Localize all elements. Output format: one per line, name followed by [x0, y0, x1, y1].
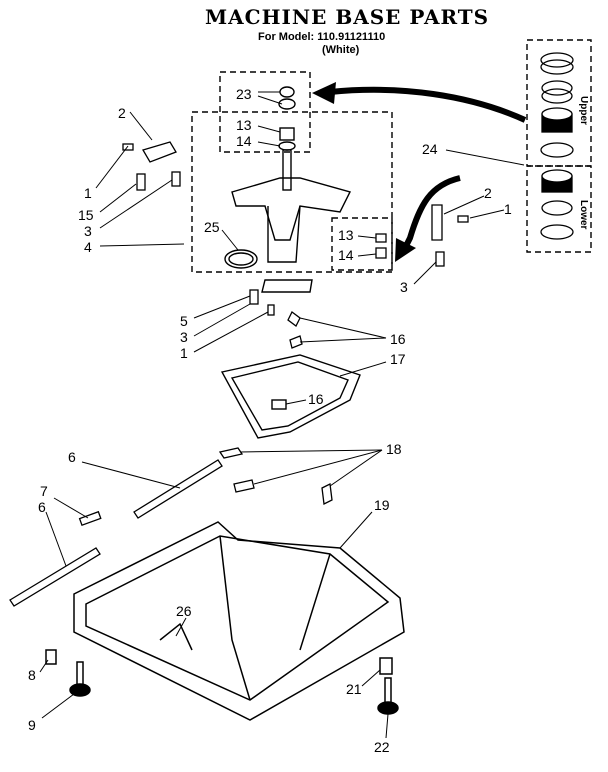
leader-lines [39, 91, 525, 739]
callout-7: 7 [40, 483, 48, 499]
callout-1-center: 1 [180, 345, 188, 361]
callout-24: 24 [422, 141, 438, 157]
callout-arrows [312, 82, 527, 262]
transmission-assembly [224, 86, 352, 293]
callout-5: 5 [180, 313, 188, 329]
callout-9: 9 [28, 717, 36, 733]
callout-14-lower: 14 [338, 247, 354, 263]
callout-4: 4 [84, 239, 92, 255]
callout-16-lower: 16 [308, 391, 324, 407]
small-hardware [122, 141, 469, 349]
bearing-kit [540, 52, 574, 240]
callout-23: 23 [236, 86, 252, 102]
callout-26: 26 [176, 603, 192, 619]
transmission-box [191, 111, 393, 273]
callout-13-lower: 13 [338, 227, 354, 243]
rails-and-clips [9, 447, 333, 607]
callout-19: 19 [374, 497, 390, 513]
machine-base [45, 521, 405, 721]
callout-18: 18 [386, 441, 402, 457]
lower-bearing-box [526, 165, 592, 253]
lower-bearing-label: Lower [578, 200, 589, 230]
callout-22: 22 [374, 739, 390, 755]
callout-14-upper: 14 [236, 133, 252, 149]
callout-15: 15 [78, 207, 94, 223]
callout-numbers: 23 13 14 2 1 15 3 4 25 13 14 24 2 1 3 5 … [28, 86, 512, 755]
seal-detail-box [331, 217, 393, 271]
callout-16-upper: 16 [390, 331, 406, 347]
upper-bearing-label: Upper [578, 96, 589, 125]
callout-21: 21 [346, 681, 362, 697]
callout-3-center: 3 [180, 329, 188, 345]
callout-3-right: 3 [400, 279, 408, 295]
callout-6-upper: 6 [68, 449, 76, 465]
callout-1-left: 1 [84, 185, 92, 201]
callout-6-lower: 6 [38, 499, 46, 515]
callout-17: 17 [390, 351, 406, 367]
callout-13-upper: 13 [236, 117, 252, 133]
callout-1-right: 1 [504, 201, 512, 217]
page-title: MACHINE BASE PARTS [205, 5, 489, 29]
callout-3-left: 3 [84, 223, 92, 239]
callout-2-left: 2 [118, 105, 126, 121]
color-variant: (White) [322, 44, 360, 56]
tub-support-frame [220, 354, 361, 439]
top-detail-box [219, 71, 311, 153]
callout-25: 25 [204, 219, 220, 235]
assembly-boxes [191, 39, 592, 273]
model-number: For Model: 110.91121110 [258, 31, 385, 43]
callout-8: 8 [28, 667, 36, 683]
callout-2-right: 2 [484, 185, 492, 201]
